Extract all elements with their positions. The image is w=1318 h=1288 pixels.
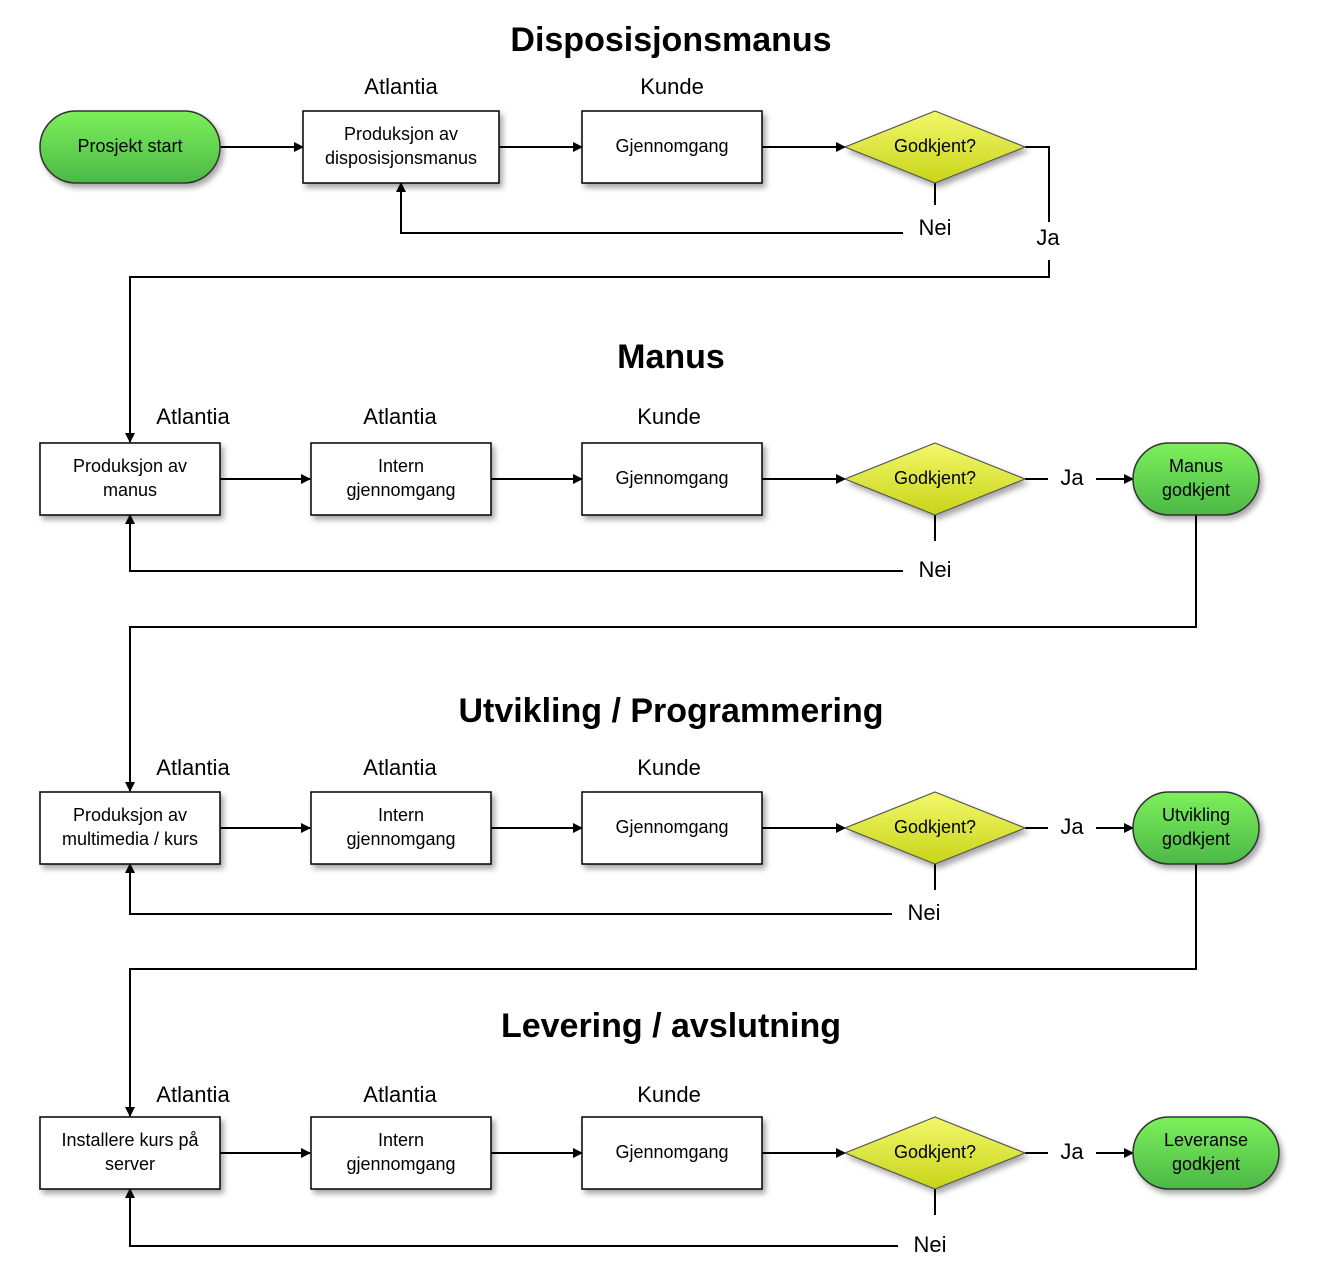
end-terminal	[1132, 791, 1260, 865]
end-terminal	[1132, 1116, 1280, 1190]
arrow-connector	[125, 863, 892, 915]
process-box	[581, 791, 763, 865]
role-label: Kunde	[637, 755, 701, 780]
section-title-disposisjonsmanus: Disposisjonsmanus	[510, 21, 831, 59]
edge-label-yes: Ja	[1060, 1139, 1084, 1164]
connector-line	[1025, 146, 1050, 222]
role-label: Kunde	[637, 404, 701, 429]
end-terminal	[1132, 442, 1260, 516]
arrow-connector	[396, 182, 903, 234]
process-box	[581, 1116, 763, 1190]
role-label: Kunde	[640, 74, 704, 99]
process-box	[310, 442, 492, 516]
section-title-levering-avslutning: Levering / avslutning	[501, 1007, 841, 1045]
role-label: Atlantia	[364, 74, 438, 99]
decision-diamond-label: Godkjent?	[894, 817, 976, 837]
decision-diamond-label: Godkjent?	[894, 468, 976, 488]
edge-label-no: Nei	[907, 900, 940, 925]
arrow-connector	[125, 514, 903, 572]
decision-diamond	[843, 110, 1027, 184]
edge-label-yes: Ja	[1060, 465, 1084, 490]
edge-label-no: Nei	[918, 215, 951, 240]
arrow-connector	[125, 260, 1050, 443]
role-label: Atlantia	[156, 755, 230, 780]
process-box-label: Gjennomgang	[615, 1142, 728, 1162]
decision-diamond	[843, 442, 1027, 516]
process-box-label: Gjennomgang	[615, 468, 728, 488]
section-title-manus: Manus	[617, 338, 725, 376]
process-box	[302, 110, 500, 184]
process-box	[39, 1116, 221, 1190]
process-box-label: Gjennomgang	[615, 817, 728, 837]
decision-diamond	[843, 1116, 1027, 1190]
decision-diamond-label: Godkjent?	[894, 1142, 976, 1162]
role-label: Atlantia	[363, 755, 437, 780]
edge-label-no: Nei	[918, 557, 951, 582]
flowchart-nodes	[39, 110, 1280, 1190]
arrow-connector	[125, 1188, 898, 1247]
edge-label-yes: Ja	[1060, 814, 1084, 839]
role-label: Atlantia	[363, 1082, 437, 1107]
decision-diamond-label: Godkjent?	[894, 136, 976, 156]
connector-lines	[125, 142, 1197, 1247]
process-box	[310, 1116, 492, 1190]
arrow-connector	[125, 515, 1197, 792]
process-box	[39, 442, 221, 516]
process-box	[581, 110, 763, 184]
process-box	[581, 442, 763, 516]
edge-label-yes: Ja	[1036, 225, 1060, 250]
role-label: Kunde	[637, 1082, 701, 1107]
section-title-utvikling-programmering: Utvikling / Programmering	[458, 692, 883, 730]
role-label: Atlantia	[156, 404, 230, 429]
edge-label-no: Nei	[913, 1232, 946, 1257]
start-terminal	[39, 110, 221, 184]
role-label: Atlantia	[363, 404, 437, 429]
process-box-label: Gjennomgang	[615, 136, 728, 156]
arrow-connector	[125, 864, 1197, 1117]
process-box	[310, 791, 492, 865]
decision-diamond	[843, 791, 1027, 865]
role-label: Atlantia	[156, 1082, 230, 1107]
start-terminal-label: Prosjekt start	[77, 136, 182, 156]
process-box	[39, 791, 221, 865]
